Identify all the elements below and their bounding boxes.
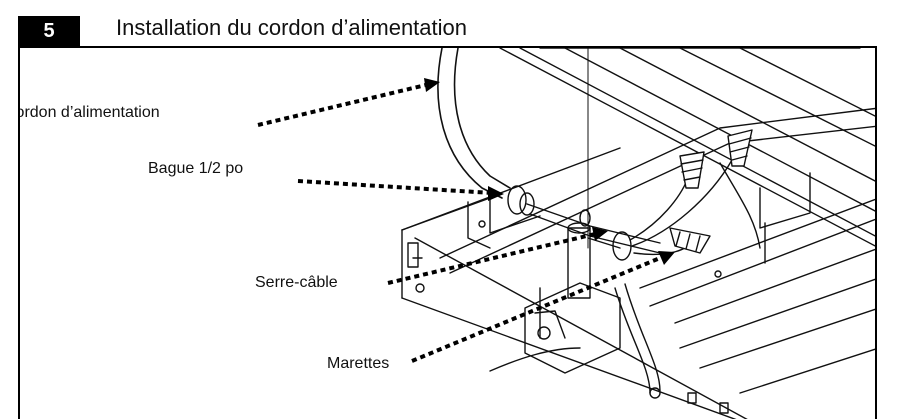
step-header: 5 Installation du cordon d’alimentation [0,0,900,46]
callout-power-cord: Cordon d’alimentation [18,104,160,121]
callout-strain-relief: Serre-câble [255,274,338,291]
callout-bushing: Bague 1/2 po [148,160,244,177]
step-number-badge: 5 [18,16,80,46]
fixture-illustration [257,48,875,419]
callout-wire-nuts: Marettes [327,355,390,372]
step-number: 5 [43,19,55,42]
installation-figure: Cordon d’alimentation Bague 1/2 po Serre… [18,46,877,419]
step-title: Installation du cordon d’alimentation [116,15,468,40]
